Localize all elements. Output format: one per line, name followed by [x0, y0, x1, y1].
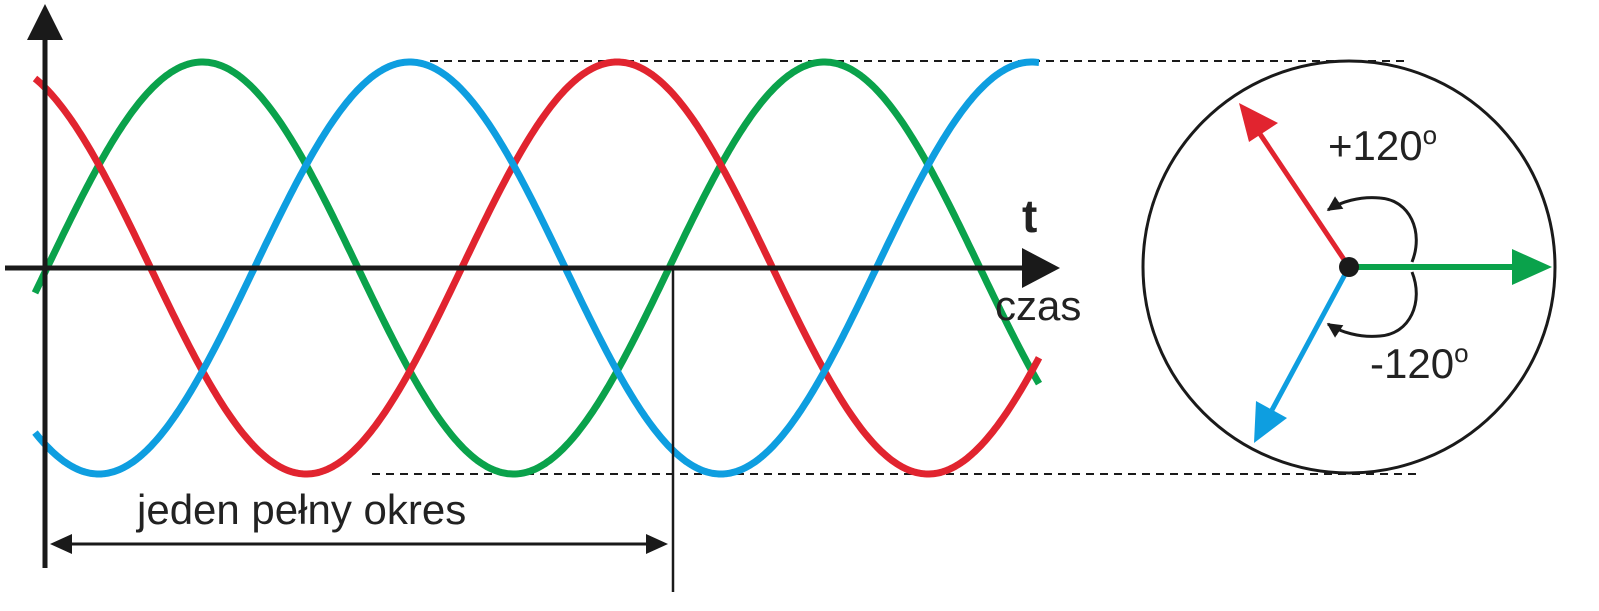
time-symbol-label: t	[1022, 190, 1037, 242]
arc-plus-120	[1326, 196, 1418, 263]
angle-minus-label: -120o	[1370, 338, 1469, 387]
phasor-red	[1255, 129, 1352, 269]
phasor-red-arrowhead	[1239, 103, 1278, 142]
sine-waves	[31, 58, 1043, 478]
wave-blue	[32, 58, 1041, 478]
phasor-blue-arrowhead	[1254, 401, 1287, 443]
phasor-green-arrowhead	[1512, 249, 1552, 285]
y-axis-arrowhead	[27, 4, 63, 40]
phasor-blue	[1269, 265, 1352, 412]
phasor-circle	[1141, 59, 1557, 475]
period-label: jeden pełny okres	[135, 486, 466, 533]
arc-minus-120	[1326, 271, 1418, 338]
angle-plus-label: +120o	[1328, 120, 1437, 169]
phasor-center-dot	[1339, 257, 1359, 277]
phasor-diagram: +120o -120o	[1141, 59, 1557, 475]
time-word-label: czas	[995, 282, 1081, 329]
time-axis-arrowhead	[1022, 248, 1060, 288]
wave-green	[31, 58, 1043, 478]
period-arrowhead-right	[646, 534, 668, 554]
period-arrowhead-left	[50, 534, 72, 554]
